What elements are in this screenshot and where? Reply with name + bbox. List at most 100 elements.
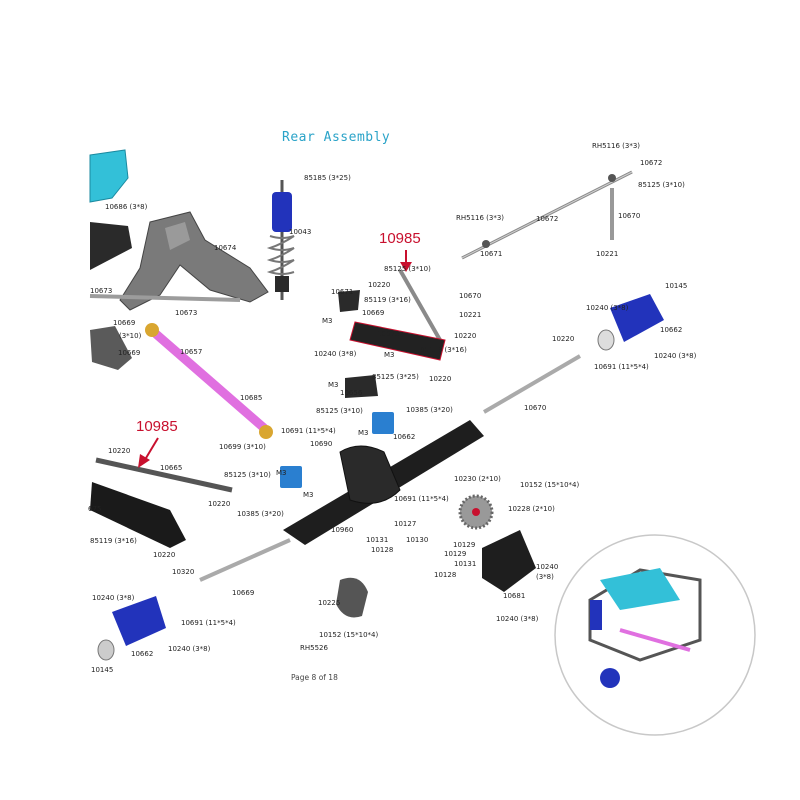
part-label: 10670 xyxy=(618,212,641,220)
part-label: 10669 xyxy=(118,349,141,357)
part-label: 10230 (2*10) xyxy=(454,475,501,483)
part-label: 85119 (3*16) xyxy=(420,346,467,354)
part-label: 10129 xyxy=(444,550,467,558)
shock-absorber xyxy=(266,180,295,300)
chassis-arm xyxy=(89,211,269,370)
part-label: 10669 xyxy=(113,319,136,327)
spur-gear xyxy=(458,494,494,530)
diagram-title: Rear Assembly xyxy=(282,130,391,145)
part-label: 85185 (3*25) xyxy=(304,174,351,182)
part-label: 10672 xyxy=(640,159,663,167)
part-label: 10662 xyxy=(393,433,416,441)
part-label: 10220 xyxy=(429,375,452,383)
part-label: (3*10) xyxy=(119,332,142,340)
part-label: M3 xyxy=(303,491,314,499)
part-label: 10699 (3*10) xyxy=(219,443,266,451)
part-label: 10671 xyxy=(331,288,354,296)
part-label: 10145 xyxy=(665,282,688,290)
part-label: M3 xyxy=(322,317,333,325)
part-label: 10665 xyxy=(160,464,183,472)
part-label: 10220 xyxy=(368,281,391,289)
part-label: 10672 xyxy=(536,215,559,223)
page-footer: Page 8 of 18 xyxy=(291,673,338,682)
part-label: 10128 xyxy=(371,546,394,554)
part-label: 10240 (3*8) xyxy=(586,304,629,312)
part-label: 10131 xyxy=(454,560,477,568)
part-label: 10656 xyxy=(340,389,363,397)
part-label: 10220 xyxy=(108,447,131,455)
part-label: 10691 (11*5*4) xyxy=(181,619,236,627)
part-label: 85125 (3*10) xyxy=(384,265,431,273)
part-label: 85119 (3*16) xyxy=(90,537,137,545)
part-label: M3 xyxy=(328,381,339,389)
part-label: 10320 xyxy=(172,568,195,576)
part-label: 10221 xyxy=(596,250,619,258)
part-label: 85125 (3*10) xyxy=(224,471,271,479)
part-label: 10662 xyxy=(131,650,154,658)
part-label: 10220 xyxy=(208,500,231,508)
part-label: 10220 xyxy=(454,332,477,340)
part-label: 10128 xyxy=(434,571,457,579)
part-label: 10228 (2*10) xyxy=(508,505,555,513)
link-mount-parts xyxy=(280,269,446,488)
part-label: 10675 xyxy=(377,330,400,338)
part-label: 10670 xyxy=(524,404,547,412)
part-label: 10673 xyxy=(175,309,198,317)
part-label: 10691 (11*5*4) xyxy=(281,427,336,435)
part-label: 10240 (3*8) xyxy=(496,615,539,623)
part-label: 10960 xyxy=(331,526,354,534)
part-label: 10240 xyxy=(536,563,559,571)
part-label: 10225 xyxy=(318,599,341,607)
part-label: M3 xyxy=(276,469,287,477)
diff-cup xyxy=(336,577,368,618)
part-label: 85125 (3*25) xyxy=(372,373,419,381)
part-label: (3*8) xyxy=(536,573,554,581)
assembly-preview-inset xyxy=(554,534,756,736)
seat-part xyxy=(89,149,129,203)
part-label: 10152 (15*10*4) xyxy=(520,481,580,489)
part-label: RH5116 (3*3) xyxy=(456,214,505,222)
part-label: 10240 (3*8) xyxy=(92,594,135,602)
part-label: RH5526 xyxy=(300,644,328,652)
part-label: 85119 (3*16) xyxy=(364,296,411,304)
callout-arrow-bottom xyxy=(138,437,159,468)
part-label: 10673 xyxy=(90,287,113,295)
wheel-hub-right xyxy=(597,294,664,351)
part-label: 10127 xyxy=(394,520,417,528)
part-label: 10130 xyxy=(406,536,429,544)
part-label: 10669 xyxy=(362,309,385,317)
callout-arrow-top xyxy=(400,250,412,272)
part-label: 10220 xyxy=(153,551,176,559)
part-label: 10671 xyxy=(480,250,503,258)
part-label: 675 xyxy=(88,505,102,513)
part-label: 10152 (15*10*4) xyxy=(319,631,379,639)
rear-axle-housing xyxy=(199,354,582,582)
part-label: 10240 (3*8) xyxy=(314,350,357,358)
callout-part-number: 10985 xyxy=(379,230,421,247)
part-label: 85125 (3*10) xyxy=(638,181,685,189)
battery-tray xyxy=(90,222,132,270)
callout-part-number: 10985 xyxy=(136,418,178,435)
part-label: 10240 (3*8) xyxy=(168,645,211,653)
part-label: 10657 xyxy=(180,348,203,356)
part-label: RH5116 (3*3) xyxy=(592,142,641,150)
steering-link-upper xyxy=(461,170,633,260)
part-label: 10220 xyxy=(552,335,575,343)
part-label: 10131 xyxy=(366,536,389,544)
part-label: 10385 (3*20) xyxy=(237,510,284,518)
part-label: 10674 xyxy=(214,244,237,252)
part-label: 10240 (3*8) xyxy=(654,352,697,360)
part-label: M3 xyxy=(358,429,369,437)
part-label: 10145 xyxy=(91,666,114,674)
lower-link-10665 xyxy=(90,457,233,548)
part-label: 10662 xyxy=(660,326,683,334)
diff-cover xyxy=(482,530,536,592)
part-label: 10670 xyxy=(459,292,482,300)
part-label: 10685 xyxy=(240,394,263,402)
wheel-hub-left xyxy=(97,596,166,661)
part-label: 10385 (3*20) xyxy=(406,406,453,414)
part-label: M3 xyxy=(384,351,395,359)
part-label: 10043 xyxy=(289,228,312,236)
part-label: 10221 xyxy=(459,311,482,319)
